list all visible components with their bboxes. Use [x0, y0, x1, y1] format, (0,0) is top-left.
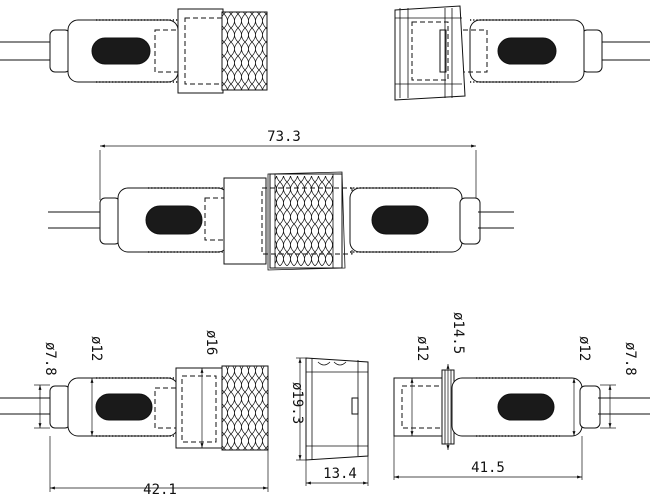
- male-length-label: 42.1: [143, 482, 177, 498]
- grip-pattern: [91, 37, 151, 65]
- grip-pattern: [497, 393, 555, 421]
- male-body-diameter-label: ø12: [88, 336, 104, 361]
- male-cable-diameter-label: ø7.8: [42, 342, 58, 376]
- male-thread-diameter-label: ø16: [203, 330, 219, 355]
- grip-pattern: [371, 205, 429, 235]
- female-cable-diameter-label: ø7.8: [622, 342, 638, 376]
- grip-pattern: [145, 205, 203, 235]
- male-plug-top-view: [0, 8, 268, 94]
- grip-pattern: [95, 393, 153, 421]
- female-body-diameter-label-right: ø12: [576, 336, 592, 361]
- female-socket-top-view: [394, 5, 650, 101]
- female-length-label: 41.5: [471, 460, 505, 476]
- coupling-nut: ø19.3 13.4: [289, 357, 369, 486]
- overall-length-label: 73.3: [267, 129, 301, 145]
- nut-diameter-label: ø19.3: [289, 382, 305, 424]
- nut-length-label: 13.4: [323, 466, 357, 482]
- grip-pattern: [497, 37, 557, 65]
- male-plug-exploded: ø7.8 ø12 ø16 42.1: [0, 330, 269, 498]
- female-body-diameter-label-left: ø12: [414, 336, 430, 361]
- female-flange-diameter-label: ø14.5: [450, 312, 466, 354]
- assembled-view: 73.3: [48, 129, 514, 271]
- female-socket-exploded: ø12 ø14.5 ø12 ø7.8 41.5: [393, 312, 650, 480]
